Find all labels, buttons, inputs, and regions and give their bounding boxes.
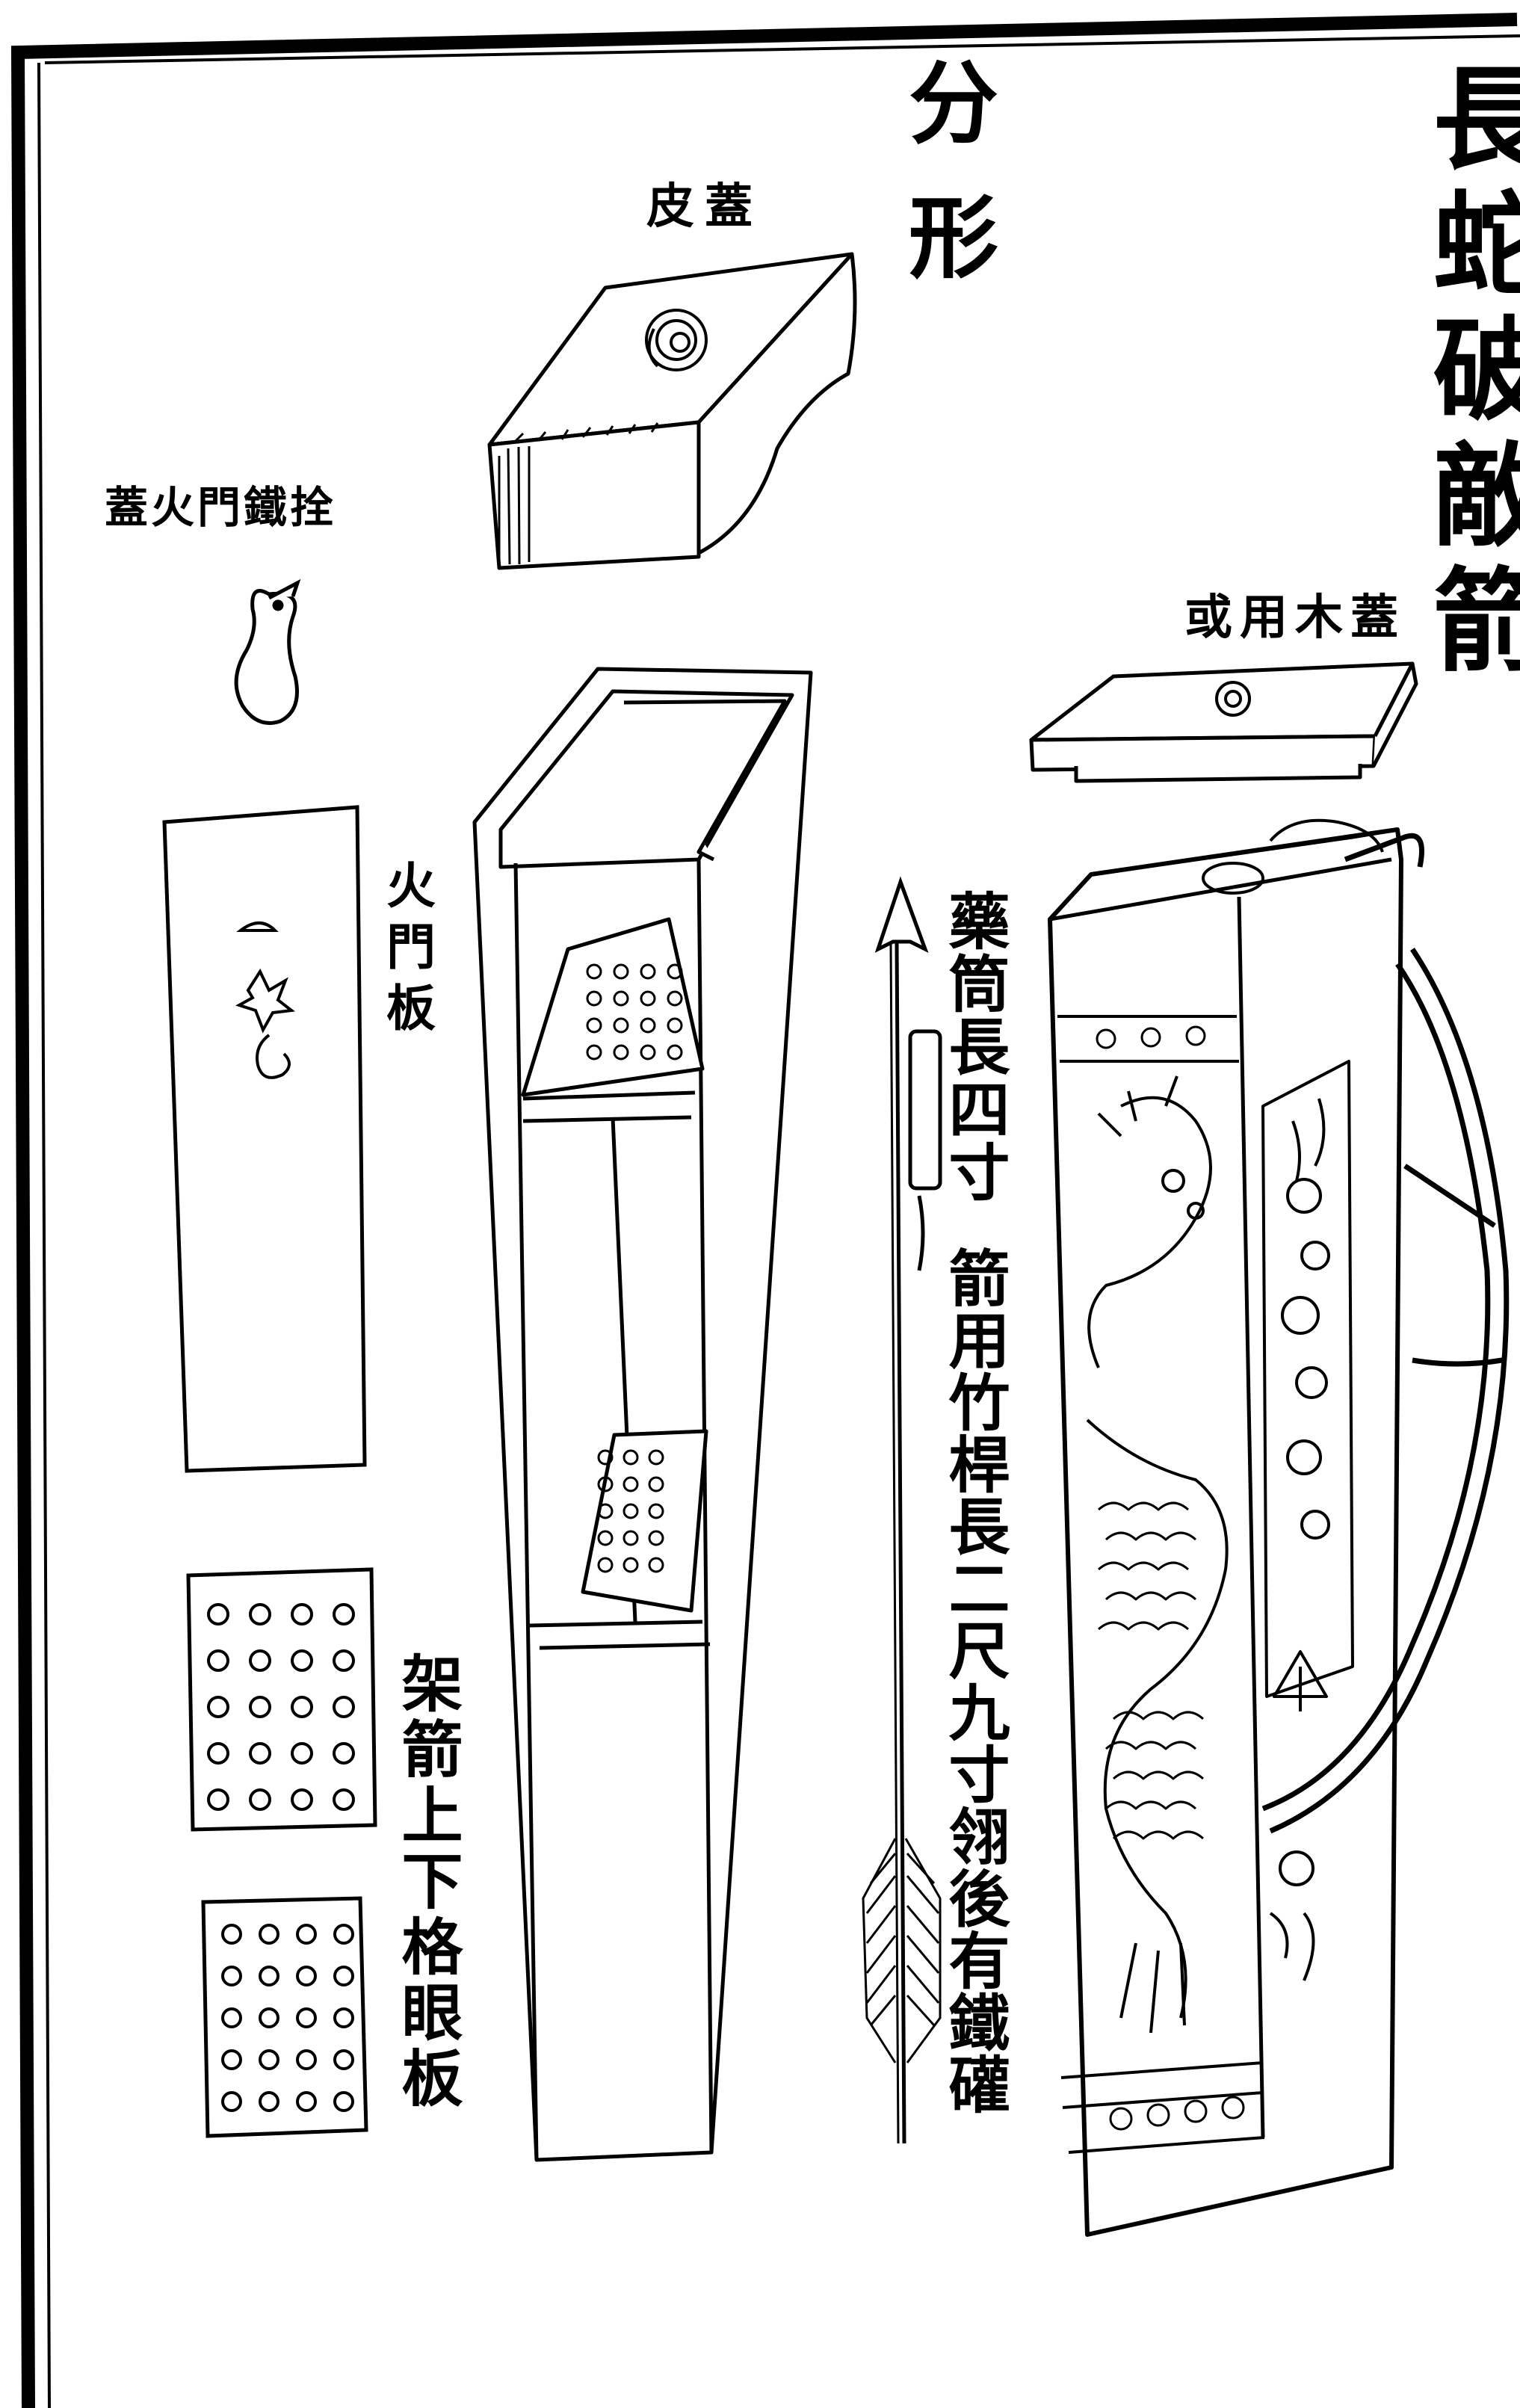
grid-hole: [667, 1017, 683, 1034]
grid-hole: [249, 1649, 271, 1672]
grid-hole: [333, 1924, 354, 1945]
grid-hole: [221, 1966, 242, 1986]
grid-hole: [259, 2007, 279, 2028]
grid-hole: [640, 1017, 656, 1034]
iron-latch: [234, 578, 301, 725]
grid-hole: [648, 1530, 664, 1546]
decorated-quiver: [1048, 818, 1510, 2237]
grid-boards-label: 架箭上下格眼板: [391, 1652, 463, 2112]
grid-hole: [207, 1788, 229, 1811]
grid-hole: [640, 990, 656, 1007]
grid-hole: [622, 1449, 639, 1466]
grid-hole: [296, 2007, 317, 2028]
leather-lid-label: 皮蓋: [646, 179, 763, 235]
grid-hole: [333, 2091, 354, 2112]
grid-hole: [249, 1696, 271, 1718]
grid-hole: [667, 1044, 683, 1061]
grid-hole: [597, 1449, 614, 1466]
grid-hole: [259, 1966, 279, 1986]
fire-door-board: [162, 805, 367, 1473]
grid-hole: [221, 2007, 242, 2028]
arrow-note-label: 箭用竹桿長二尺九寸翎後有鐵礶: [938, 1247, 1010, 2115]
grid-hole: [586, 1017, 602, 1034]
grid-hole: [622, 1476, 639, 1492]
grid-hole: [221, 2049, 242, 2070]
arrow: [862, 876, 942, 2144]
grid-hole: [296, 1966, 317, 1986]
grid-hole: [221, 1924, 242, 1945]
grid-hole: [291, 1742, 313, 1765]
page-title: 長蛇破敵箭: [1414, 60, 1520, 688]
grid-hole: [207, 1603, 229, 1626]
grid-hole: [291, 1649, 313, 1672]
grid-hole: [622, 1557, 639, 1573]
grid-hole: [291, 1788, 313, 1811]
grid-hole: [667, 990, 683, 1007]
grid-hole: [333, 1696, 355, 1718]
fire-door-board-label: 火門板: [378, 859, 436, 1043]
grid-hole: [249, 1603, 271, 1626]
grid-hole: [597, 1557, 614, 1573]
grid-hole: [291, 1603, 313, 1626]
arrow-fletching: [862, 1838, 942, 2063]
grid-hole: [296, 2049, 317, 2070]
grid-hole: [221, 2091, 242, 2112]
leather-lid: [487, 252, 857, 570]
grid-hole: [597, 1476, 614, 1492]
section-heading: 分形: [893, 56, 998, 325]
grid-hole: [613, 963, 629, 980]
powder-tube-label: 藥筒長四寸: [938, 889, 1010, 1203]
grid-hole: [613, 1017, 629, 1034]
open-case: [472, 667, 813, 2162]
grid-hole: [648, 1449, 664, 1466]
grid-hole: [249, 1742, 271, 1765]
grid-hole: [333, 2007, 354, 2028]
grid-hole: [640, 963, 656, 980]
grid-hole: [333, 1649, 355, 1672]
dragon-motif: [1086, 1075, 1229, 2034]
grid-hole: [622, 1530, 639, 1546]
grid-hole: [333, 2049, 354, 2070]
grid-hole: [586, 963, 602, 980]
grid-hole: [613, 990, 629, 1007]
grid-hole: [291, 1696, 313, 1718]
grid-hole: [207, 1649, 229, 1672]
grid-hole: [333, 1742, 355, 1765]
grid-hole: [640, 1044, 656, 1061]
grid-hole: [667, 963, 683, 980]
grid-hole: [586, 1044, 602, 1061]
grid-hole: [259, 2049, 279, 2070]
grid-hole: [296, 1924, 317, 1945]
grid-hole: [648, 1476, 664, 1492]
grid-hole: [259, 2091, 279, 2112]
grid-hole: [648, 1503, 664, 1519]
grid-board-lower: [201, 1896, 368, 2138]
iron-latch-label: 蓋火門鐵拴: [105, 482, 337, 533]
grid-hole: [333, 1603, 355, 1626]
grid-hole: [613, 1044, 629, 1061]
wood-lid-label: 或用木蓋: [1184, 590, 1406, 646]
grid-hole: [597, 1530, 614, 1546]
grid-hole: [207, 1742, 229, 1765]
wood-lid: [1029, 661, 1418, 783]
grid-board-upper: [186, 1567, 377, 1832]
grid-hole: [333, 1966, 354, 1986]
grid-hole: [207, 1696, 229, 1718]
grid-hole: [249, 1788, 271, 1811]
grid-hole: [259, 1924, 279, 1945]
grid-hole: [648, 1557, 664, 1573]
grid-hole: [333, 1788, 355, 1811]
swirl-ornament: [645, 309, 708, 371]
shoulder-strap: [1261, 833, 1510, 1834]
grid-hole: [597, 1503, 614, 1519]
grid-hole: [296, 2091, 317, 2112]
grid-hole: [622, 1503, 639, 1519]
grid-hole: [586, 990, 602, 1007]
